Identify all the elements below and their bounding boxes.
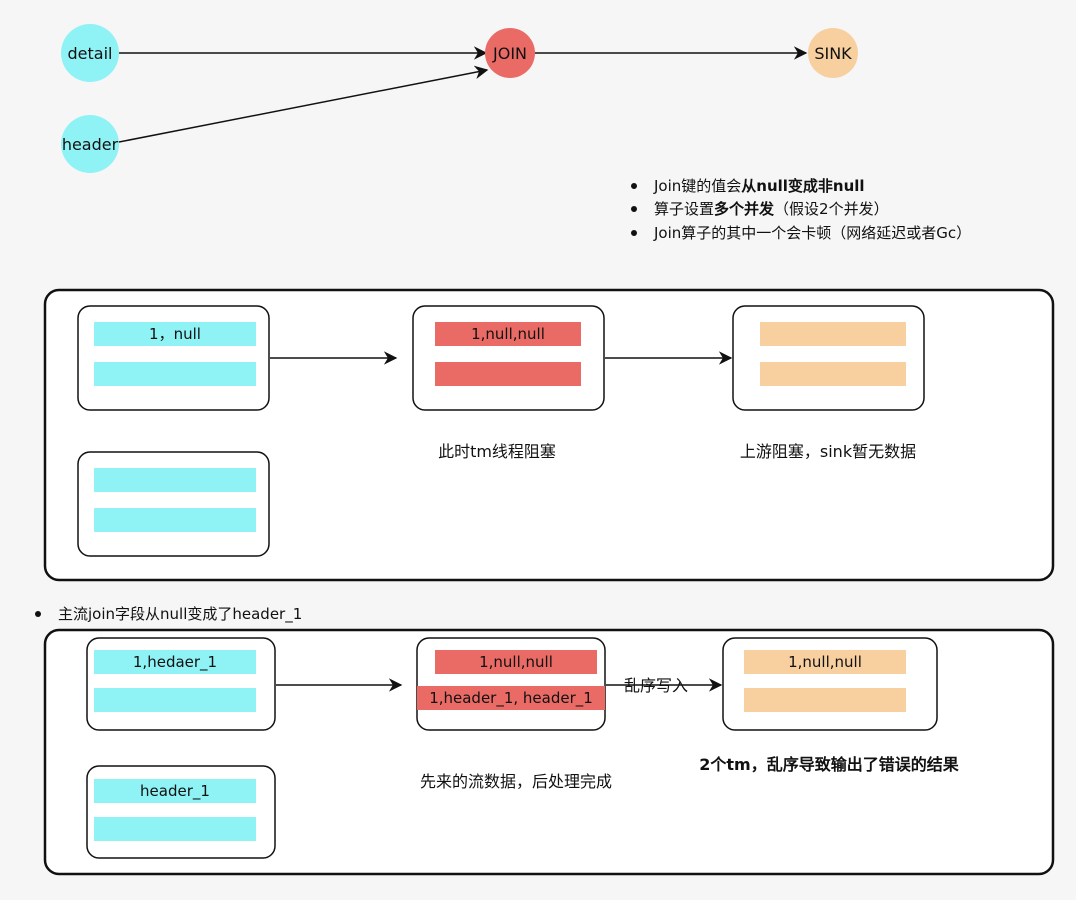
- edge-header-join: [118, 65, 489, 143]
- node-sink-label: SINK: [814, 44, 852, 63]
- caption-result-2: 2个tm，乱序导致输出了错误的结果: [699, 755, 958, 774]
- source-box-1: [77, 305, 270, 411]
- join-bar-1b: [435, 362, 581, 386]
- note-line-3: Join算子的其中一个会卡顿（网络延迟或者Gc）: [653, 224, 971, 242]
- flow-graph: detail header JOIN SINK: [61, 24, 858, 173]
- node-sink: [808, 28, 858, 78]
- panel-2: 1,hedaer_1 header_1 1,null,null 1,header…: [43, 628, 1055, 876]
- source-bar-4-text: header_1: [140, 782, 210, 801]
- bullet-dot: [631, 183, 637, 189]
- source-bar-1-text: 1，null: [149, 325, 201, 343]
- source-bar-1b: [94, 362, 256, 386]
- caption-join-1: 此时tm线程阻塞: [438, 442, 556, 461]
- node-header: [61, 115, 119, 173]
- bullet-dot: [631, 206, 637, 212]
- join-bar-2a-text: 1,null,null: [479, 653, 553, 671]
- node-header-label: header: [62, 135, 119, 154]
- sink-box-1: [732, 305, 925, 411]
- source-bar-2a: [94, 468, 256, 492]
- panel-1: 1，null 1,null,null 此时tm线程阻塞 上游阻塞，sink暂无数…: [43, 288, 1055, 582]
- note-line-2: 算子设置多个并发（假设2个并发）: [654, 200, 889, 218]
- note-line-1: Join键的值会从null变成非null: [653, 177, 865, 195]
- join-bar-1-text: 1,null,null: [471, 325, 545, 343]
- sink-bar-1b: [760, 362, 906, 386]
- mid-note: 主流join字段从null变成了header_1: [58, 605, 302, 624]
- sink-bar-2b: [744, 688, 906, 712]
- join-bar-2a: [435, 650, 597, 674]
- node-join: [485, 28, 535, 78]
- join-bar-2b-text: 1,header_1, header_1: [429, 689, 593, 708]
- join-bar-1: [435, 322, 581, 346]
- caption-sink-1: 上游阻塞，sink暂无数据: [740, 442, 916, 461]
- sink-bar-1a: [760, 322, 906, 346]
- join-bar-2b: [417, 686, 605, 710]
- source-box-2: [77, 451, 270, 557]
- node-detail: [61, 24, 119, 82]
- notes-list: Join键的值会从null变成非null 算子设置多个并发（假设2个并发） Jo…: [631, 177, 971, 242]
- source-bar-1: [94, 322, 256, 346]
- join-box-1: [412, 305, 605, 411]
- source-bar-3b: [94, 688, 256, 712]
- bullet-dot: [631, 230, 637, 236]
- arrow-label-out-of-order: 乱序写入: [624, 676, 688, 695]
- node-join-label: JOIN: [492, 44, 527, 63]
- sink-bar-2a-text: 1,null,null: [788, 653, 862, 671]
- source-bar-3: [94, 650, 256, 674]
- source-bar-4b: [94, 817, 256, 841]
- source-bar-2b: [94, 508, 256, 532]
- bullet-dot: [35, 611, 41, 617]
- node-detail-label: detail: [68, 44, 113, 63]
- source-bar-4: [94, 779, 256, 803]
- caption-join-2: 先来的流数据，后处理完成: [420, 772, 612, 791]
- source-bar-3-text: 1,hedaer_1: [133, 653, 217, 672]
- sink-bar-2a: [744, 650, 906, 674]
